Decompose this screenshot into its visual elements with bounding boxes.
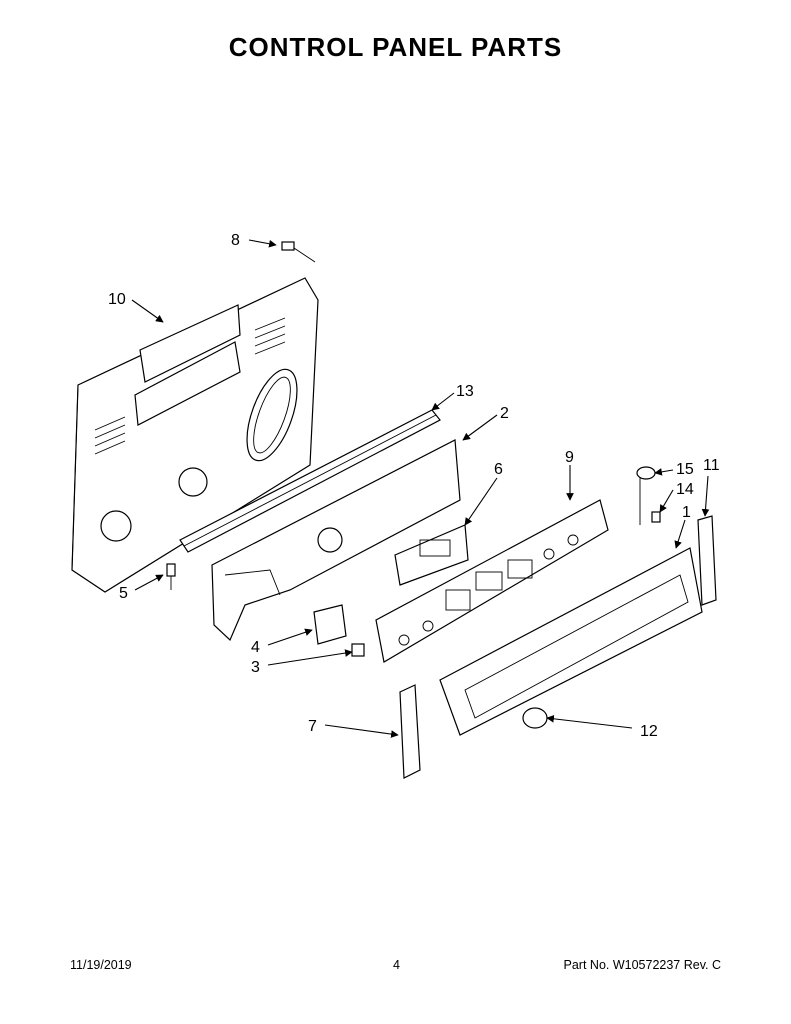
callout-2: 2 xyxy=(500,405,509,422)
part-12-knob xyxy=(522,707,548,729)
part-1-front-frame xyxy=(439,547,703,736)
callout-6: 6 xyxy=(494,461,503,478)
callout-13: 13 xyxy=(456,383,474,400)
part-3-stem xyxy=(351,643,365,657)
part-8-screw xyxy=(281,241,316,263)
callout-14: 14 xyxy=(676,481,694,498)
footer-part-number: Part No. W10572237 Rev. C xyxy=(563,958,721,972)
part-5-screw xyxy=(166,563,176,590)
leader-lines xyxy=(131,239,710,738)
callout-7: 7 xyxy=(308,718,317,735)
part-9-control-panel xyxy=(375,499,609,663)
callout-11: 11 xyxy=(703,457,720,474)
part-7-side-bracket xyxy=(399,684,421,779)
footer-page-number: 4 xyxy=(393,958,400,972)
callout-1: 1 xyxy=(682,504,691,521)
part-6-control-board xyxy=(394,524,469,586)
callout-12: 12 xyxy=(640,723,658,740)
callout-4: 4 xyxy=(251,639,260,656)
part-4-module xyxy=(313,604,347,645)
page-title: CONTROL PANEL PARTS xyxy=(228,32,563,62)
callout-8: 8 xyxy=(231,232,240,249)
callout-3: 3 xyxy=(251,659,260,676)
part-14-fastener xyxy=(651,511,661,523)
callout-15: 15 xyxy=(676,461,694,478)
part-11-side-bracket xyxy=(697,515,717,606)
part-13-strip xyxy=(179,409,441,553)
part-10-rear-panel xyxy=(71,277,319,593)
callout-5: 5 xyxy=(119,585,128,602)
callout-9: 9 xyxy=(565,449,574,466)
part-2-bracket xyxy=(211,439,461,642)
callout-10: 10 xyxy=(108,291,126,308)
footer-date: 11/19/2019 xyxy=(70,958,132,972)
